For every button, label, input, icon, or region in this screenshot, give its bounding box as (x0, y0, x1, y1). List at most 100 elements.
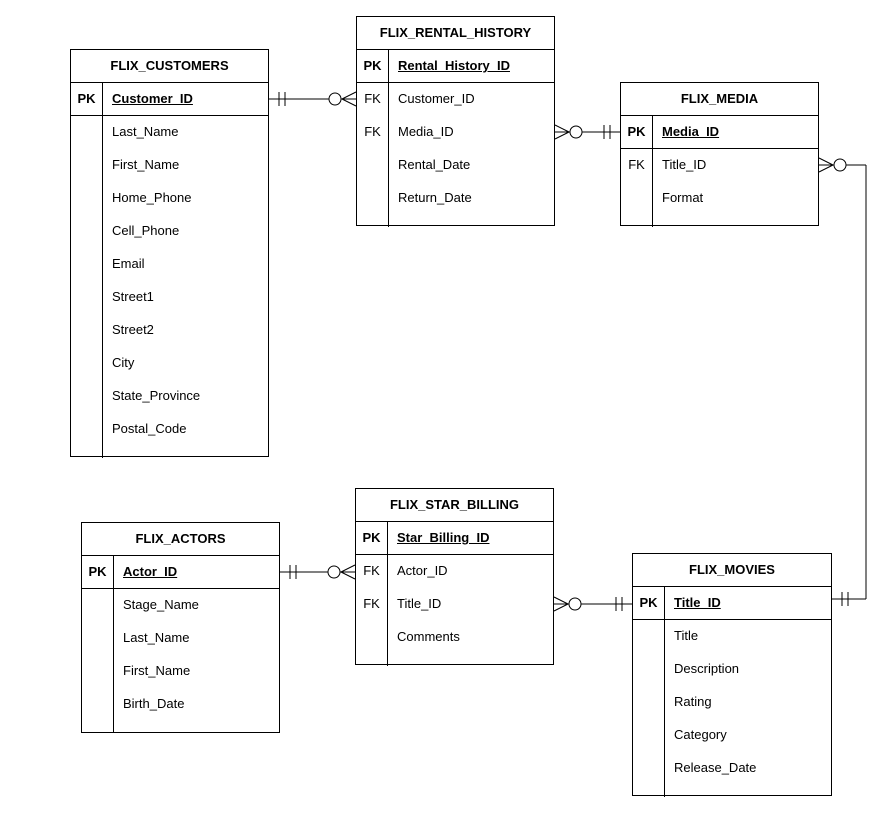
primary-key-field: Actor_ID (123, 564, 178, 579)
field-name: Title (674, 628, 699, 643)
key-label (82, 589, 114, 622)
key-label (71, 413, 103, 446)
field-name: City (112, 355, 135, 370)
key-label: PK (621, 116, 653, 148)
field-name: Cell_Phone (112, 223, 180, 238)
field-name: Rental_Date (398, 157, 471, 172)
field-row: City (71, 347, 268, 380)
key-label: PK (633, 587, 665, 619)
field-row: Category (633, 719, 831, 752)
field-name: Postal_Code (112, 421, 187, 436)
primary-key-field: Rental_History_ID (398, 58, 510, 73)
key-label (633, 719, 665, 752)
key-label (82, 622, 114, 655)
field-row: Birth_Date (82, 688, 279, 721)
field-row: Rating (633, 686, 831, 719)
entity-title: FLIX_STAR_BILLING (356, 489, 553, 522)
field-name: Email (112, 256, 145, 271)
key-label (71, 215, 103, 248)
optional-circle (328, 92, 342, 106)
field-row: Last_Name (82, 622, 279, 655)
field-name: Actor_ID (397, 563, 448, 578)
key-label (71, 281, 103, 314)
field-tail (357, 215, 554, 227)
key-label (71, 116, 103, 149)
crows-foot (818, 164, 834, 173)
key-label (357, 149, 389, 182)
primary-key-field: Customer_ID (112, 91, 193, 106)
crows-foot (341, 91, 357, 100)
entity-title: FLIX_RENTAL_HISTORY (357, 17, 554, 50)
crows-foot (553, 596, 569, 605)
key-label (71, 347, 103, 380)
key-label (71, 314, 103, 347)
key-label (633, 620, 665, 653)
field-name: State_Province (112, 388, 201, 403)
field-row: Description (633, 653, 831, 686)
field-name: Media_ID (398, 124, 454, 139)
field-name: Release_Date (674, 760, 757, 775)
key-label (71, 380, 103, 413)
crows-foot (818, 157, 834, 166)
field-tail (633, 785, 831, 797)
field-name: Street2 (112, 322, 154, 337)
field-row: Home_Phone (71, 182, 268, 215)
key-label (621, 182, 653, 215)
field-tail (621, 215, 818, 227)
field-name: Home_Phone (112, 190, 192, 205)
field-row: State_Province (71, 380, 268, 413)
optional-circle (833, 158, 847, 172)
key-label (633, 752, 665, 785)
crows-foot (340, 564, 356, 573)
field-row: FK Title_ID (621, 149, 818, 182)
primary-key-field: Title_ID (674, 595, 721, 610)
key-label (82, 688, 114, 721)
field-tail (82, 721, 279, 733)
key-column-divider (633, 785, 665, 797)
key-label (82, 655, 114, 688)
field-name: Format (662, 190, 704, 205)
field-name: Return_Date (398, 190, 472, 205)
field-name: Description (674, 661, 740, 676)
field-row: First_Name (71, 149, 268, 182)
key-label: FK (356, 588, 388, 621)
field-name: First_Name (112, 157, 180, 172)
entity-title: FLIX_ACTORS (82, 523, 279, 556)
key-column-divider (621, 215, 653, 227)
field-row: Cell_Phone (71, 215, 268, 248)
field-row: Return_Date (357, 182, 554, 215)
key-column-divider (71, 446, 103, 458)
field-name: Title_ID (662, 157, 707, 172)
field-row: Street2 (71, 314, 268, 347)
field-row: Stage_Name (82, 589, 279, 622)
field-name: Comments (397, 629, 460, 644)
field-row: Title (633, 620, 831, 653)
key-label (357, 182, 389, 215)
field-name: Customer_ID (398, 91, 475, 106)
entity-title: FLIX_MEDIA (621, 83, 818, 116)
entity-title: FLIX_CUSTOMERS (71, 50, 268, 83)
field-row: Street1 (71, 281, 268, 314)
key-label: FK (357, 116, 389, 149)
field-name: Last_Name (112, 124, 179, 139)
field-row: Rental_Date (357, 149, 554, 182)
entity-title: FLIX_MOVIES (633, 554, 831, 587)
field-name: First_Name (123, 663, 191, 678)
field-row: Postal_Code (71, 413, 268, 446)
key-label: FK (621, 149, 653, 182)
field-row: First_Name (82, 655, 279, 688)
field-name: Street1 (112, 289, 154, 304)
